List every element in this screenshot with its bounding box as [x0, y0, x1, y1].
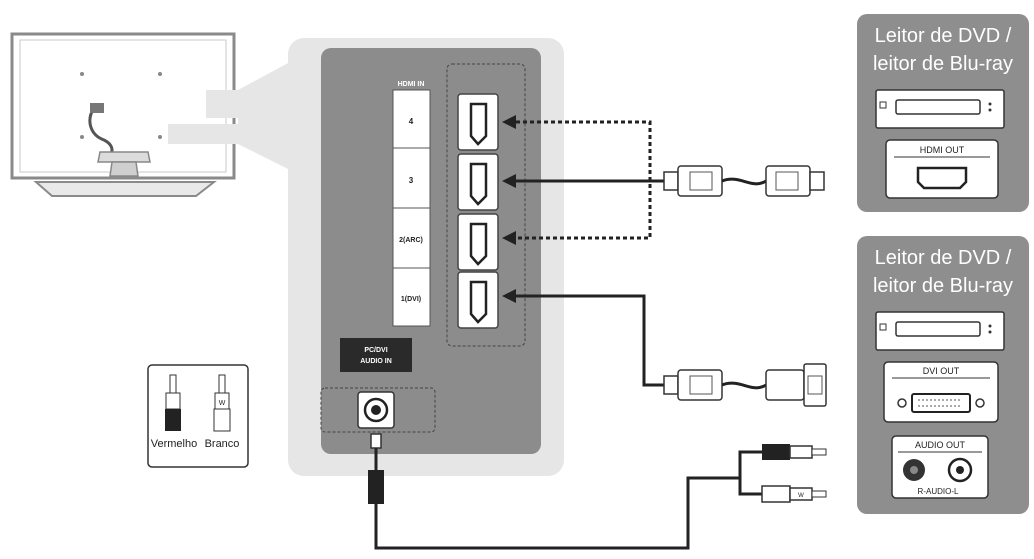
- hdmi-dvi-cable: [663, 363, 827, 407]
- dvi-out-port-icon: [897, 393, 985, 413]
- rca-jacks-icon: [903, 457, 973, 483]
- hdmi-port-4: [457, 93, 499, 151]
- player-icon-bottom: [875, 311, 1005, 351]
- device-top-title-1: Leitor de DVD /: [875, 25, 1012, 47]
- port-label-3: 3: [409, 176, 414, 185]
- hdmi-out-port-icon: [916, 166, 968, 190]
- audio-in-label: AUDIO IN: [360, 358, 392, 365]
- audio-out-label: AUDIO OUT: [915, 440, 966, 450]
- hdmi-label-column: HDMI IN 4 3 2(ARC) 1(DVI): [392, 81, 431, 327]
- tv-rear-illustration: [10, 32, 238, 197]
- audio-plug-w-letter: W: [798, 493, 804, 499]
- hdmi-port-3: [457, 153, 499, 211]
- pc-dvi-audio-in: PC/DVI AUDIO IN: [320, 338, 436, 433]
- cable-arrowheads: [502, 115, 516, 303]
- device-box-top: Leitor de DVD / leitor de Blu-ray HDMI O…: [857, 14, 1029, 212]
- dvi-out-label: DVI OUT: [923, 366, 960, 376]
- hdmi-port-2-arc: [457, 213, 499, 271]
- plug-color-legend: W Vermelho Branco: [147, 364, 249, 468]
- hdmi-port-1-dvi: [457, 271, 499, 329]
- white-plug-letter: W: [219, 400, 226, 407]
- hdmi-in-header: HDMI IN: [398, 81, 425, 88]
- device-top-title-2: leitor de Blu-ray: [873, 53, 1013, 75]
- device-bottom-title-2: leitor de Blu-ray: [873, 275, 1013, 297]
- red-plug-label: Vermelho: [151, 438, 197, 450]
- audio-channels-label: R-AUDIO-L: [918, 487, 959, 496]
- red-plug-icon: [165, 374, 181, 431]
- port-label-2-arc: 2(ARC): [399, 237, 423, 244]
- white-plug-icon: W: [213, 374, 231, 432]
- device-box-bottom: Leitor de DVD / leitor de Blu-ray DVI OU…: [857, 236, 1029, 514]
- port-label-4: 4: [409, 117, 414, 126]
- hdmi-dvi-cable-line: [516, 294, 664, 387]
- port-label-1-dvi: 1(DVI): [401, 296, 421, 303]
- hdmi-port-frame: [446, 63, 526, 347]
- white-plug-label: Branco: [205, 438, 240, 450]
- device-bottom-title-1: Leitor de DVD /: [875, 247, 1012, 269]
- hdmi-out-label: HDMI OUT: [920, 145, 965, 155]
- zoom-callout: [238, 62, 290, 170]
- hdmi-cable: [663, 165, 825, 197]
- tv-panel-inner: [321, 48, 541, 454]
- pc-dvi-label: PC/DVI: [364, 347, 387, 354]
- audio-cable: W: [368, 433, 827, 550]
- player-icon: [875, 89, 1005, 129]
